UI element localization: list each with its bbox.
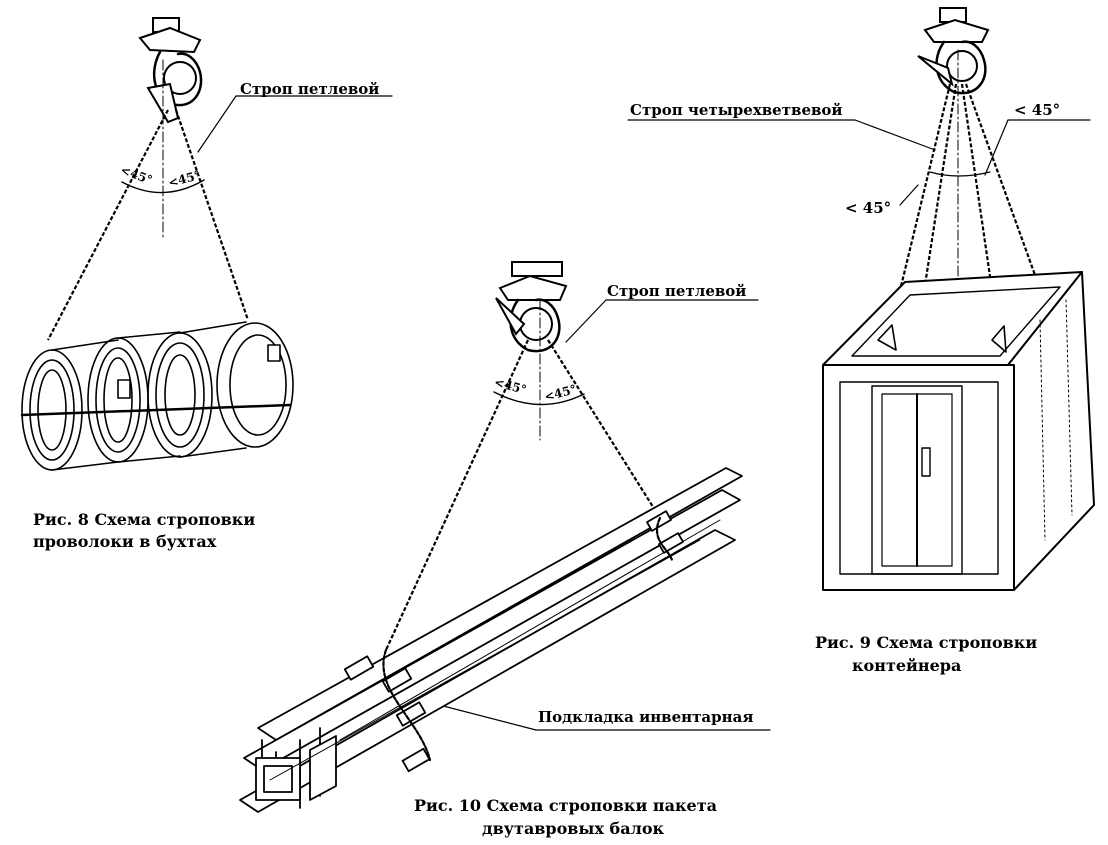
fig8-wire-coils (20, 321, 294, 471)
fig10-hook-icon (495, 261, 568, 353)
fig8-sling-right (174, 109, 250, 321)
fig8-drawing (20, 17, 393, 471)
fig9-drawing (627, 7, 1095, 591)
fig9-hook-icon (917, 7, 990, 95)
fig9-angle-left: < 45° (845, 199, 892, 217)
fig9-angle-right: < 45° (1014, 101, 1061, 119)
fig10-ibeam-bundle (239, 467, 743, 813)
fig9-container (822, 271, 1095, 591)
fig8-sling-left (47, 109, 169, 341)
fig8-sling-label: Строп петлевой (240, 80, 380, 98)
fig9-sling-label: Строп четырехветвевой (630, 101, 843, 119)
fig8-caption-line1: Рис. 8 Схема строповки (33, 510, 256, 529)
fig9-caption-line2: контейнера (852, 656, 962, 675)
fig10-pad-label: Подкладка инвентарная (538, 708, 754, 726)
fig10-caption-line1: Рис. 10 Схема строповки пакета (414, 796, 718, 815)
fig9-caption-line1: Рис. 9 Схема строповки (815, 633, 1038, 652)
fig8-caption-line2: проволоки в бухтах (33, 532, 217, 551)
fig8-hook-icon (138, 17, 203, 124)
fig10-drawing (239, 261, 771, 813)
fig10-sling-label: Строп петлевой (607, 282, 747, 300)
fig10-caption-line2: двутавровых балок (482, 819, 665, 838)
